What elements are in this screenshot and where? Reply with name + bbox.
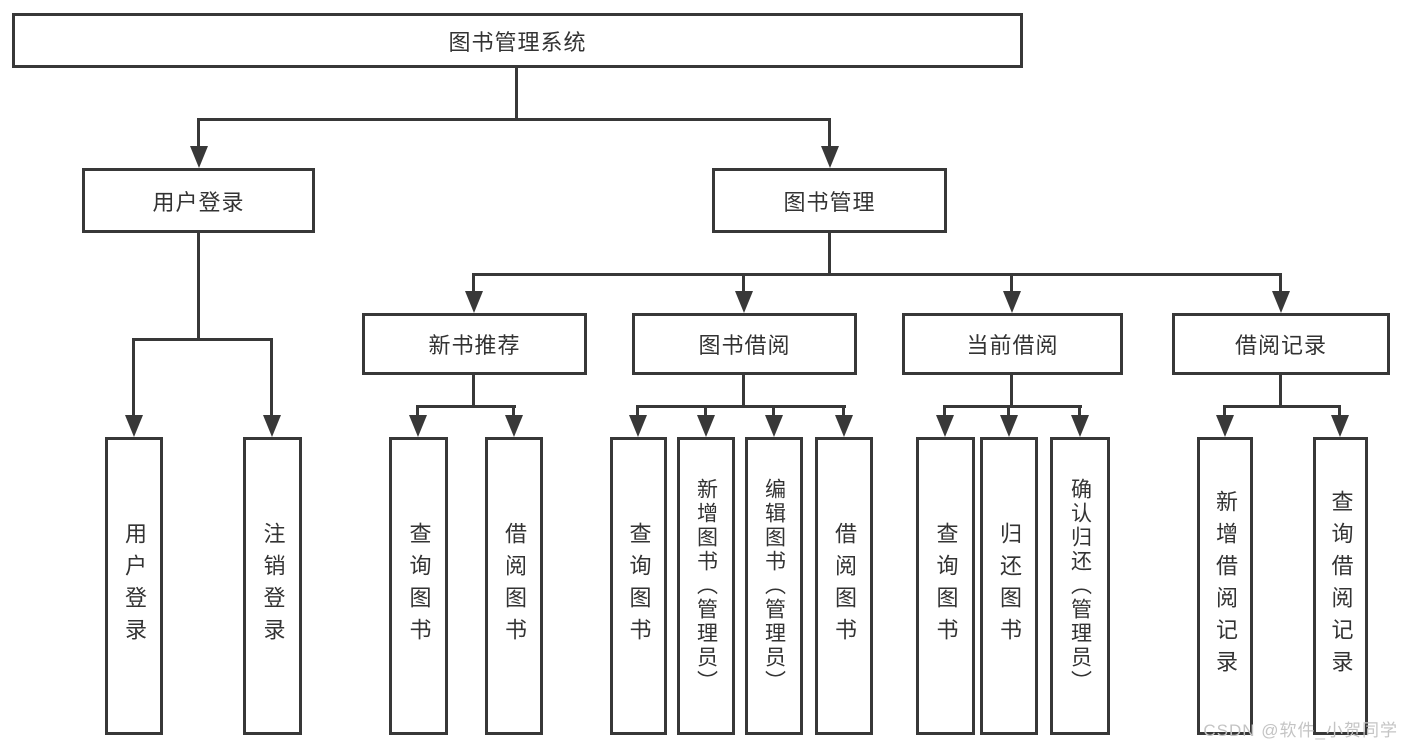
connector-drop-cb-confirm	[1078, 405, 1081, 420]
connector-drop-bb-borrow	[842, 405, 845, 420]
node-book-management-label: 图书管理	[783, 189, 876, 215]
connector-drop-book-mgmt	[828, 118, 831, 152]
connector-book-borrow-trunk	[742, 375, 745, 408]
arrow-down-bb-borrow	[835, 415, 853, 437]
leaf-cb-query-books: 查询图书	[916, 437, 975, 735]
node-root-system: 图书管理系统	[12, 13, 1023, 68]
arrow-down-cb-confirm	[1071, 415, 1089, 437]
leaf-br-add-record-label: 新增借阅记录	[1213, 490, 1238, 682]
arrow-down-leaf-user-login	[125, 415, 143, 437]
arrow-down-book-borrow	[735, 291, 753, 313]
connector-borrow-records-trunk	[1279, 375, 1282, 408]
connector-drop-leaf-logout	[270, 338, 273, 420]
arrow-down-book-mgmt	[821, 146, 839, 168]
connector-book-mgmt-split	[472, 273, 1282, 276]
connector-drop-new-books	[472, 273, 475, 297]
leaf-cb-query-books-label: 查询图书	[933, 522, 959, 650]
leaf-cb-confirm-return: 确认归还（管理员）	[1050, 437, 1110, 735]
arrow-down-nb-borrow	[505, 415, 523, 437]
leaf-bb-edit-books-label: 编辑图书（管理员）	[762, 478, 786, 694]
arrow-down-nb-query	[409, 415, 427, 437]
connector-drop-book-borrow	[742, 273, 745, 297]
arrow-down-bb-query	[629, 415, 647, 437]
connector-drop-cb-query	[943, 405, 946, 420]
leaf-bb-add-books: 新增图书（管理员）	[677, 437, 735, 735]
connector-root-split	[197, 118, 831, 121]
leaf-user-login-label: 用户登录	[122, 522, 147, 650]
connector-drop-br-add	[1223, 405, 1226, 420]
arrow-down-bb-edit	[765, 415, 783, 437]
node-current-borrow-label: 当前借阅	[966, 333, 1059, 358]
leaf-nb-borrow-books-label: 借阅图书	[502, 522, 527, 650]
arrow-down-br-add	[1216, 415, 1234, 437]
leaf-nb-query-books-label: 查询图书	[406, 522, 432, 650]
node-root-label: 图书管理系统	[448, 29, 587, 55]
csdn-watermark: CSDN @软件_小贺同学	[1203, 721, 1398, 740]
node-current-borrow: 当前借阅	[902, 313, 1123, 375]
leaf-user-login: 用户登录	[105, 437, 163, 735]
connector-drop-nb-query	[416, 405, 419, 420]
node-borrow-records-label: 借阅记录	[1234, 333, 1327, 358]
node-user-login-label: 用户登录	[152, 189, 245, 215]
leaf-br-add-record: 新增借阅记录	[1197, 437, 1253, 735]
node-user-login: 用户登录	[82, 168, 315, 233]
arrow-down-cb-return	[1000, 415, 1018, 437]
arrow-down-br-query	[1331, 415, 1349, 437]
connector-drop-bb-edit	[772, 405, 775, 420]
arrow-down-current-borrow	[1003, 291, 1021, 313]
node-new-book-recommend-label: 新书推荐	[428, 333, 521, 358]
node-new-book-recommend: 新书推荐	[362, 313, 587, 375]
node-book-borrow-label: 图书借阅	[698, 333, 791, 358]
arrow-down-leaf-logout	[263, 415, 281, 437]
connector-root-trunk	[515, 68, 518, 118]
leaf-br-query-record-label: 查询借阅记录	[1328, 490, 1354, 682]
connector-user-login-trunk	[197, 233, 200, 338]
connector-book-mgmt-trunk	[828, 233, 831, 273]
connector-new-books-split	[416, 405, 516, 408]
leaf-bb-borrow-books: 借阅图书	[815, 437, 873, 735]
node-book-management: 图书管理	[712, 168, 947, 233]
leaf-logout-label: 注销登录	[260, 522, 286, 650]
connector-drop-leaf-user-login	[132, 338, 135, 420]
connector-new-books-trunk	[472, 375, 475, 408]
connector-drop-user-login	[197, 118, 200, 152]
node-book-borrow: 图书借阅	[632, 313, 857, 375]
leaf-cb-return-books: 归还图书	[980, 437, 1038, 735]
leaf-br-query-record: 查询借阅记录	[1313, 437, 1368, 735]
leaf-nb-query-books: 查询图书	[389, 437, 448, 735]
connector-drop-br-query	[1338, 405, 1341, 420]
connector-user-login-split	[132, 338, 273, 341]
leaf-nb-borrow-books: 借阅图书	[485, 437, 543, 735]
connector-drop-current-borrow	[1010, 273, 1013, 297]
leaf-bb-query-books-label: 查询图书	[626, 522, 652, 650]
node-borrow-records: 借阅记录	[1172, 313, 1390, 375]
connector-drop-borrow-records	[1279, 273, 1282, 297]
arrow-down-borrow-records	[1272, 291, 1290, 313]
arrow-down-user-login	[190, 146, 208, 168]
connector-drop-nb-borrow	[512, 405, 515, 420]
leaf-logout: 注销登录	[243, 437, 302, 735]
connector-drop-cb-return	[1007, 405, 1010, 420]
leaf-bb-query-books: 查询图书	[610, 437, 667, 735]
connector-borrow-records-split	[1223, 405, 1341, 408]
connector-drop-bb-query	[636, 405, 639, 420]
leaf-cb-return-books-label: 归还图书	[997, 522, 1022, 650]
connector-current-borrow-trunk	[1010, 375, 1013, 408]
leaf-cb-confirm-return-label: 确认归还（管理员）	[1068, 478, 1092, 694]
leaf-bb-borrow-books-label: 借阅图书	[832, 522, 857, 650]
connector-book-borrow-split	[636, 405, 846, 408]
connector-drop-bb-add	[704, 405, 707, 420]
arrow-down-bb-add	[697, 415, 715, 437]
leaf-bb-edit-books: 编辑图书（管理员）	[745, 437, 803, 735]
arrow-down-new-books	[465, 291, 483, 313]
arrow-down-cb-query	[936, 415, 954, 437]
leaf-bb-add-books-label: 新增图书（管理员）	[694, 478, 718, 694]
connector-current-borrow-split	[943, 405, 1082, 408]
